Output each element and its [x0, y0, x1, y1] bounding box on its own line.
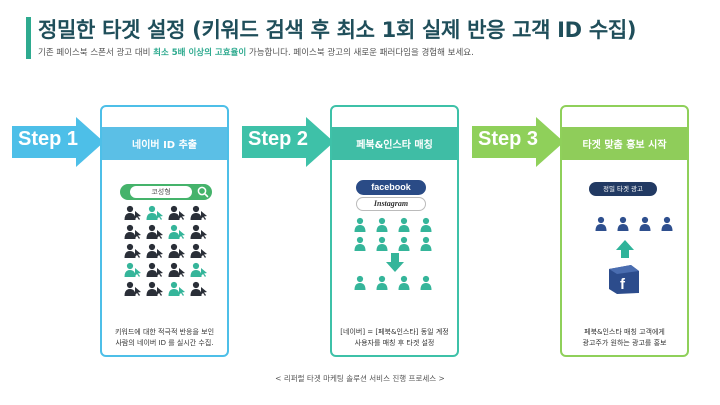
step-2-label: Step 2 [248, 128, 309, 150]
step-1-card: 네이버 ID 추출 코성형 키워드에 대한 적극적 반응을 보인 사람의 네이버… [100, 105, 229, 357]
step-1-arrow: Step 1 [12, 117, 104, 167]
person-icon [595, 216, 607, 231]
person-icon [661, 216, 673, 231]
person-icon [376, 236, 388, 251]
step-2-arrow: Step 2 [242, 117, 334, 167]
person-icon [168, 281, 185, 296]
title-accent-bar [26, 17, 31, 59]
person-icon [354, 217, 366, 232]
person-icon [124, 224, 141, 239]
person-icon [376, 275, 388, 290]
footer-caption: < 리퍼럴 타겟 마케팅 솔루션 서비스 진행 프로세스 > [275, 374, 445, 383]
caption-line: 키워드에 대한 적극적 반응을 보인 [114, 328, 215, 336]
step-2-card: 페북&인스타 매칭 facebook Instagram [네이버] = [페북… [330, 105, 459, 357]
caption-line: 사람의 네이버 ID 를 실시간 수집. [115, 339, 214, 347]
person-icon [168, 243, 185, 258]
step-2-card-header: 페북&인스타 매칭 [332, 127, 457, 160]
step-3-card: 타겟 맞춤 홍보 시작 정밀 타겟 광고 f 페북&인스타 매칭 고객에게 광고… [560, 105, 689, 357]
user-icon-grid [354, 217, 438, 252]
person-icon [354, 275, 366, 290]
facebook-box-icon: f [609, 265, 639, 294]
step-1-caption: 키워드에 대한 적극적 반응을 보인 사람의 네이버 ID 를 실시간 수집. [106, 327, 223, 349]
instagram-logo: Instagram [356, 197, 426, 211]
page-subtitle: 기존 페이스북 스폰서 광고 대비 최소 5배 이상의 고효율이 가능합니다. … [38, 46, 474, 58]
step-1-card-header: 네이버 ID 추출 [102, 127, 227, 160]
person-icon [190, 205, 207, 220]
person-icon [124, 243, 141, 258]
person-icon [146, 243, 163, 258]
page-title: 정밀한 타겟 설정 (키워드 검색 후 최소 1회 실제 반응 고객 ID 수집… [38, 18, 637, 42]
person-icon [617, 216, 629, 231]
target-user-row [595, 216, 679, 232]
person-icon [168, 205, 185, 220]
person-icon [376, 217, 388, 232]
person-icon [146, 262, 163, 277]
matched-user-grid [354, 275, 438, 291]
person-icon [398, 236, 410, 251]
step-3-label: Step 3 [478, 128, 539, 150]
step-3-card-header: 타겟 맞춤 홍보 시작 [562, 127, 687, 160]
search-icon[interactable] [196, 185, 210, 199]
person-icon [420, 217, 432, 232]
subtitle-text: 기존 페이스북 스폰서 광고 대비 [38, 48, 154, 58]
caption-line: 페북&인스타 매칭 고객에게 [584, 328, 665, 336]
person-icon [190, 224, 207, 239]
person-icon [190, 262, 207, 277]
person-icon [124, 281, 141, 296]
person-icon [124, 262, 141, 277]
arrow-up-icon [616, 240, 634, 258]
person-icon [420, 236, 432, 251]
person-icon [146, 224, 163, 239]
step-1-label: Step 1 [18, 128, 79, 150]
target-ad-badge: 정밀 타겟 광고 [589, 182, 657, 196]
subtitle-highlight: 최소 5배 이상의 고효율이 [153, 48, 247, 58]
caption-line: [네이버] = [페북&인스타] 동일 계정 [340, 328, 449, 336]
person-icon [398, 217, 410, 232]
subtitle-text-end: 가능합니다. 페이스북 광고의 새로운 패러다임을 경험해 보세요. [246, 48, 474, 58]
step-3-arrow: Step 3 [472, 117, 564, 167]
arrow-down-icon [386, 253, 404, 272]
person-icon [146, 205, 163, 220]
person-icon [639, 216, 651, 231]
person-icon [190, 243, 207, 258]
step-2-caption: [네이버] = [페북&인스타] 동일 계정 사용자를 매칭 후 타겟 설정 [336, 327, 453, 349]
person-icon [420, 275, 432, 290]
person-icon [398, 275, 410, 290]
person-icon [190, 281, 207, 296]
search-input[interactable]: 코성형 [130, 186, 192, 198]
facebook-letter: f [620, 276, 626, 293]
person-icon [146, 281, 163, 296]
search-bar[interactable]: 코성형 [120, 184, 212, 200]
user-icon-grid [124, 205, 208, 297]
caption-line: 광고주가 원하는 광고를 홍보 [582, 339, 667, 347]
person-icon [168, 224, 185, 239]
person-icon [354, 236, 366, 251]
person-icon [168, 262, 185, 277]
facebook-logo: facebook [356, 180, 426, 195]
caption-line: 사용자를 매칭 후 타겟 설정 [354, 339, 435, 347]
person-icon [124, 205, 141, 220]
step-3-caption: 페북&인스타 매칭 고객에게 광고주가 원하는 광고를 홍보 [566, 327, 683, 349]
